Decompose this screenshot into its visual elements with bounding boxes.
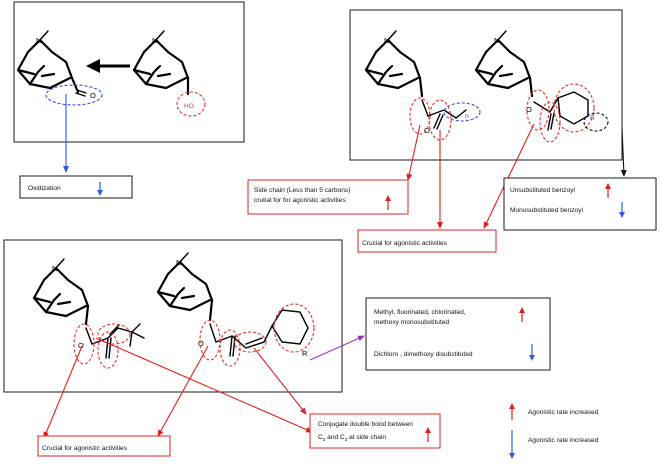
conversion-arrow: [86, 59, 100, 73]
box-ester-structures: N O n N O R: [349, 9, 623, 161]
svg-text:Conjugate double bond between: Conjugate double bond between: [318, 421, 413, 428]
ketone-highlight: [45, 84, 103, 106]
box-oxidization-structures: N O N HO: [13, 1, 245, 143]
legend-up-arrow-icon: [509, 403, 515, 409]
crucial-top-box: Crucial for agonistic activities: [357, 229, 497, 253]
substituent-box: Methyl, fluorinated, chlorinated, methox…: [365, 297, 551, 371]
atom-o: O: [90, 91, 96, 100]
svg-text:crutial for for agonistic acti: crutial for for agonistic activities: [254, 197, 346, 204]
benzoyl-box: Unsubstituted benzoyl Monosubstituted be…: [503, 177, 657, 231]
benzoyl-ester-molecule: N O R: [474, 29, 609, 143]
svg-text:Side chain (Less than 5 carbon: Side chain (Less than 5 carbons): [254, 187, 350, 194]
side-chain-box: Side chain (Less than 5 carbons) crutial…: [247, 179, 409, 215]
svg-text:O: O: [198, 339, 204, 348]
svg-text:Crucial for agonistic activit: Crucial for agonistic activities: [42, 445, 128, 452]
svg-text:R: R: [302, 349, 308, 358]
unsaturated-ester-molecule: N O: [32, 257, 145, 369]
conjugate-box: Conjugate double bond between C2 and C3 …: [309, 413, 441, 449]
up-arrow-icon: [385, 195, 391, 201]
down-arrow-icon: [97, 190, 103, 196]
svg-text:N: N: [494, 36, 499, 45]
svg-text:Crucial for agonistic activit: Crucial for agonistic activities: [362, 240, 448, 247]
svg-text:O: O: [78, 341, 84, 350]
box-conjugated-structures: N O N O R: [3, 239, 343, 393]
cinnamoyl-ester-molecule: N O R: [156, 251, 315, 367]
svg-text:Unsubstituted benzoyl: Unsubstituted benzoyl: [510, 187, 575, 194]
svg-text:Monosubstituted benzoyl: Monosubstituted benzoyl: [510, 207, 583, 214]
legend: Agonistic rate increased Agonistic rate …: [509, 403, 599, 459]
up-arrow-icon: [425, 427, 431, 433]
atom-n: N: [36, 36, 41, 45]
svg-text:O: O: [526, 105, 532, 114]
svg-text:N: N: [384, 36, 389, 45]
svg-text:N: N: [176, 258, 181, 267]
svg-text:Oxidization: Oxidization: [28, 185, 61, 192]
svg-text:O: O: [424, 126, 430, 135]
atom-ho: HO: [184, 103, 194, 110]
hydroxyl-highlight: [176, 91, 206, 117]
legend-down-arrow-icon: [509, 453, 515, 459]
up-arrow-icon: [519, 307, 525, 313]
crucial-bottom-box: Crucial for agonistic activities: [37, 435, 171, 457]
svg-text:N: N: [152, 36, 157, 45]
tropinone-molecule: N O: [16, 29, 103, 106]
svg-text:N: N: [52, 264, 57, 273]
tropine-molecule: N HO: [132, 29, 206, 117]
svg-text:n: n: [465, 113, 469, 120]
svg-text:methoxy monosubstituted: methoxy monosubstituted: [374, 319, 449, 326]
aliphatic-ester-molecule: N O n: [364, 29, 481, 141]
down-arrow-icon: [529, 355, 535, 361]
legend-increase-label: Agonistic rate increased: [528, 409, 599, 416]
up-arrow-icon: [605, 183, 611, 189]
svg-text:Dichloro , dimethoxy disubstit: Dichloro , dimethoxy disubstituted: [374, 351, 473, 358]
down-arrow-icon: [619, 212, 625, 218]
oxidization-box: Oxidization: [19, 175, 133, 199]
svg-text:Methyl, fluorinated, chlorinat: Methyl, fluorinated, chlorinated,: [374, 309, 466, 316]
svg-text:C2 and C3 at side chain: C2 and C3 at side chain: [318, 434, 386, 442]
legend-decrease-label: Agonistic rate increased: [528, 437, 599, 444]
